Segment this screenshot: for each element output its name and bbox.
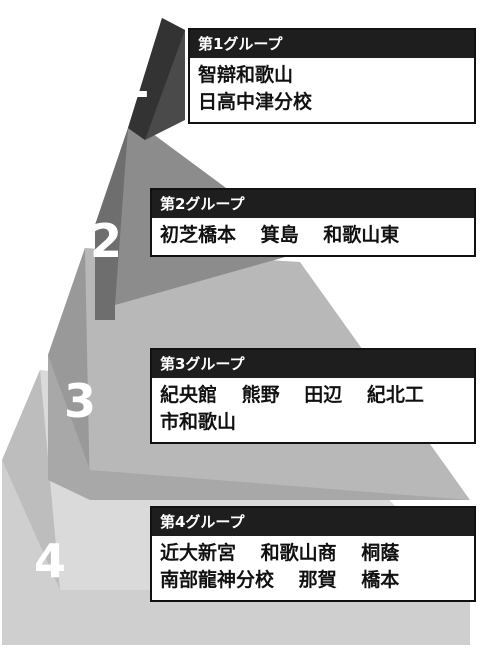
group-title: 第1グループ [190,30,474,58]
tier2-left-face [95,128,128,320]
group-title: 第3グループ [152,350,474,378]
school-row: 初芝橋本 箕島 和歌山東 [160,222,466,249]
group-card-4: 第4グループ 近大新宮 和歌山商 桐蔭 南部龍神分校 那賀 橋本 [150,506,476,602]
school-name: 紀北工 [366,384,424,406]
group-title: 第2グループ [152,190,474,218]
tier-number-4: 4 [34,534,67,588]
group-card-3: 第3グループ 紀央館 熊野 田辺 紀北工 市和歌山 [150,348,476,444]
school-name: 市和歌山 [160,411,237,433]
group-card-1: 第1グループ 智辯和歌山 日高中津分校 [188,28,476,124]
school-name: 和歌山東 [323,224,400,246]
tier1-shadow-face [128,18,185,140]
school-name: 近大新宮 [160,542,237,564]
school-row: 日高中津分校 [198,89,466,116]
school-name: 熊野 [241,384,280,406]
tier-number-2: 2 [90,214,123,268]
tier3-front-face [48,355,470,500]
school-list: 智辯和歌山 日高中津分校 [190,58,474,122]
tier-number-1: 1 [118,54,151,108]
school-name: 日高中津分校 [198,91,313,113]
school-list: 紀央館 熊野 田辺 紀北工 市和歌山 [152,378,474,442]
school-name: 箕島 [260,224,299,246]
school-row: 近大新宮 和歌山商 桐蔭 [160,540,466,567]
school-name: 和歌山商 [260,542,337,564]
school-row: 南部龍神分校 那賀 橋本 [160,567,466,594]
school-name: 智辯和歌山 [198,64,294,86]
school-list: 近大新宮 和歌山商 桐蔭 南部龍神分校 那賀 橋本 [152,536,474,600]
school-name: 那賀 [298,569,337,591]
school-row: 市和歌山 [160,409,466,436]
school-row: 紀央館 熊野 田辺 紀北工 [160,382,466,409]
school-list: 初芝橋本 箕島 和歌山東 [152,218,474,255]
group-card-2: 第2グループ 初芝橋本 箕島 和歌山東 [150,188,476,257]
school-name: 南部龍神分校 [160,569,275,591]
school-name: 初芝橋本 [160,224,237,246]
school-row: 智辯和歌山 [198,62,466,89]
school-name: 橋本 [361,569,400,591]
school-name: 紀央館 [160,384,218,406]
school-name: 桐蔭 [361,542,400,564]
group-title: 第4グループ [152,508,474,536]
tier-number-3: 3 [64,374,97,428]
school-name: 田辺 [304,384,343,406]
